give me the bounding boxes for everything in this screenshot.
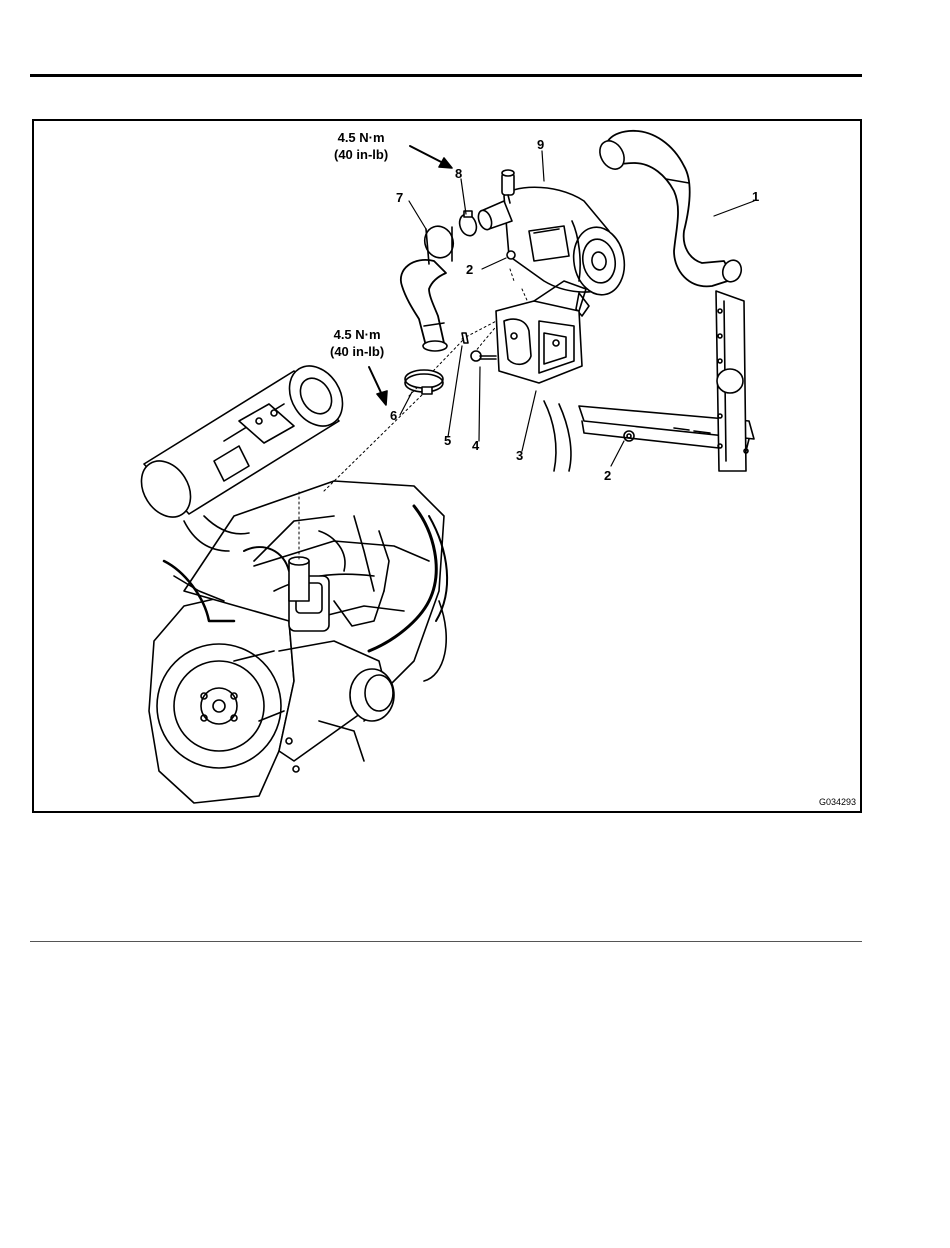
nut-2-upper bbox=[507, 251, 515, 259]
callout-4: 4 bbox=[472, 439, 479, 452]
torque-value: 4.5 N·m bbox=[334, 129, 388, 146]
torque-arrow-6 bbox=[369, 367, 387, 405]
callout-1: 1 bbox=[752, 190, 759, 203]
section-rule bbox=[30, 941, 862, 942]
callout-3: 3 bbox=[516, 449, 523, 462]
callout-7: 7 bbox=[396, 191, 403, 204]
callout-9: 9 bbox=[537, 138, 544, 151]
callout-6: 6 bbox=[390, 409, 397, 422]
air-intake-hose-7 bbox=[401, 222, 458, 351]
hose-clamp-8 bbox=[457, 211, 480, 238]
torque-value-alt: (40 in-lb) bbox=[330, 343, 384, 360]
torque-value: 4.5 N·m bbox=[330, 326, 384, 343]
torque-callout-6: 4.5 N·m (40 in-lb) bbox=[330, 326, 384, 360]
exploded-view-figure: 4.5 N·m (40 in-lb) 4.5 N·m (40 in-lb) 1 … bbox=[32, 119, 862, 813]
figure-id: G034293 bbox=[819, 797, 856, 807]
callout-2-lower: 2 bbox=[604, 469, 611, 482]
torque-arrow-8 bbox=[410, 146, 452, 168]
nut-2-lower bbox=[624, 431, 634, 441]
torque-callout-8: 4.5 N·m (40 in-lb) bbox=[334, 129, 388, 163]
washer-5 bbox=[462, 333, 468, 343]
hose-clamp-6 bbox=[405, 370, 443, 394]
callout-2-upper: 2 bbox=[466, 263, 473, 276]
callout-8: 8 bbox=[455, 167, 462, 180]
torque-value-alt: (40 in-lb) bbox=[334, 146, 388, 163]
air-cleaner-9 bbox=[476, 170, 630, 316]
engine-assembly bbox=[131, 356, 447, 803]
bolt-4 bbox=[471, 351, 496, 361]
engine-air-cleaner-drawing bbox=[34, 121, 860, 811]
header-rule bbox=[30, 74, 862, 77]
mounting-bracket-3 bbox=[496, 281, 586, 383]
callout-5: 5 bbox=[444, 434, 451, 447]
